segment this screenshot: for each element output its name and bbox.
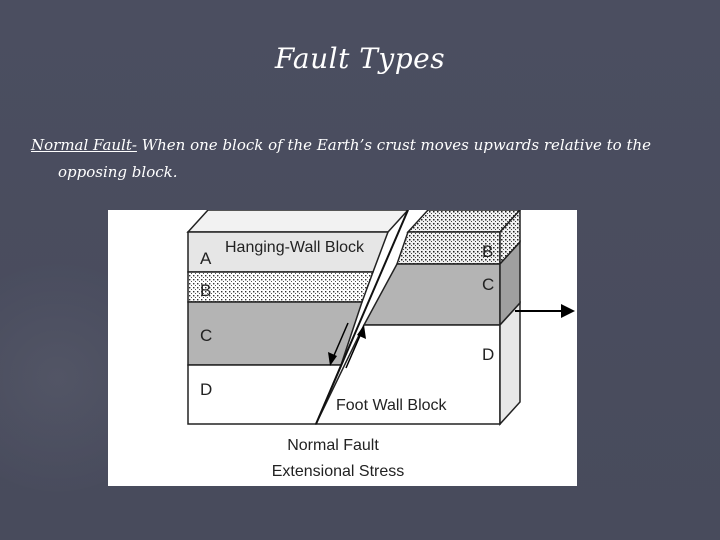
foot-wall-label: Foot Wall Block <box>336 397 448 414</box>
foot-wall-block <box>314 210 522 426</box>
hanging-wall-label: Hanging-Wall Block <box>225 239 365 256</box>
caption-subtitle: Extensional Stress <box>272 463 405 480</box>
layer-b-right-label: B <box>482 242 493 261</box>
normal-fault-diagram: A B C D B C D Hanging-Wall Block Foot Wa… <box>108 210 577 486</box>
right-arrow-icon <box>515 304 575 318</box>
slip-arrows-icon <box>328 322 366 369</box>
layer-d-label: D <box>200 380 212 399</box>
layer-d-right-label: D <box>482 345 494 364</box>
definition-text-1: When one block of the Earth’s crust move… <box>136 136 652 154</box>
layer-c-right-label: C <box>482 275 494 294</box>
layer-c-label: C <box>200 326 212 345</box>
layer-b-label: B <box>200 281 211 300</box>
fault-term: Normal Fault- <box>31 136 137 154</box>
slide-title: Fault Types <box>274 42 446 75</box>
layer-a-label: A <box>200 249 212 268</box>
caption-title: Normal Fault <box>287 437 379 454</box>
fault-plane-line <box>315 210 409 425</box>
definition-text-2: opposing block. <box>58 163 178 181</box>
hanging-wall-block <box>186 210 410 425</box>
fault-definition: Normal Fault- When one block of the Eart… <box>31 132 671 186</box>
